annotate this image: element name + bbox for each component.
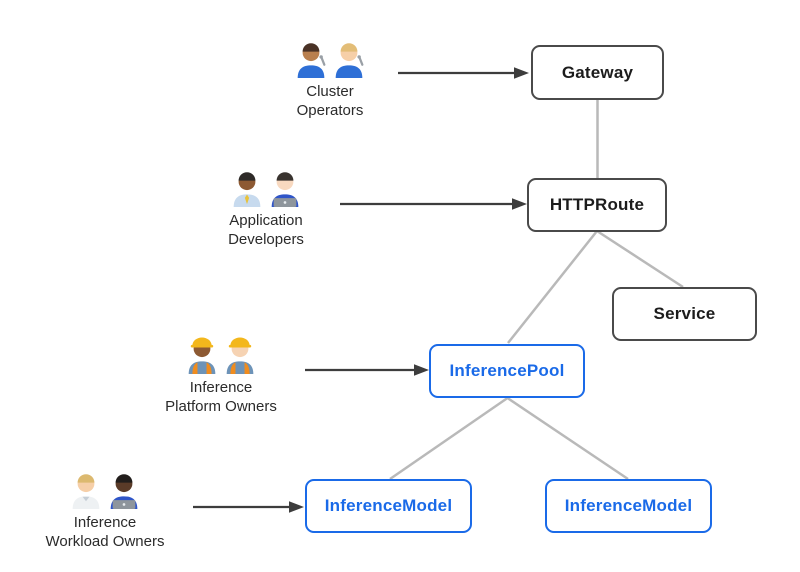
actor-application-developers: Application Developers (166, 167, 366, 249)
actor-cluster-operators-label: Cluster Operators (296, 83, 364, 119)
edge-inferencepool-inferencemodel-right (506, 396, 629, 481)
woman-technologist-icon (269, 167, 301, 207)
actor-inference-platform-owners-label: Inference Platform Owners (165, 379, 277, 415)
edge-httproute-inferencepool (507, 230, 598, 344)
node-httproute: HTTPRoute (527, 178, 667, 232)
man-technologist-icon (231, 167, 263, 207)
edge-httproute-service (596, 229, 684, 289)
node-inferencepool: InferencePool (429, 344, 585, 398)
node-inferencepool-label: InferencePool (449, 361, 565, 380)
node-inferencemodel-right: InferenceModel (545, 479, 712, 533)
actor-inference-workload-owners-label: Inference Workload Owners (45, 514, 165, 550)
arrowhead (512, 198, 527, 210)
actor-cluster-operators: Cluster Operators (230, 38, 430, 120)
node-inferencemodel-left-label: InferenceModel (324, 496, 453, 515)
actor-inference-workload-owners: Inference Workload Owners (5, 469, 205, 551)
node-httproute-label: HTTPRoute (549, 195, 645, 214)
node-service: Service (612, 287, 757, 341)
node-gateway-label: Gateway (561, 62, 634, 82)
woman-mechanic-icon (333, 38, 365, 78)
node-service-label: Service (653, 304, 716, 323)
woman-construction-worker-icon (186, 334, 218, 374)
health-worker-icon (70, 469, 102, 509)
node-inferencemodel-left: InferenceModel (305, 479, 472, 533)
arrowhead (514, 67, 529, 79)
man-construction-worker-icon (224, 334, 256, 374)
man-technologist-dark-icon (108, 469, 140, 509)
actor-inference-platform-owners: Inference Platform Owners (121, 334, 321, 416)
actor-application-developers-label: Application Developers (228, 212, 304, 248)
edge-inferencepool-inferencemodel-left (389, 396, 509, 481)
node-inferencemodel-right-label: InferenceModel (564, 496, 693, 515)
man-mechanic-icon (295, 38, 327, 78)
arrowhead (289, 501, 304, 513)
arrowhead (414, 364, 429, 376)
node-gateway: Gateway (531, 45, 664, 100)
